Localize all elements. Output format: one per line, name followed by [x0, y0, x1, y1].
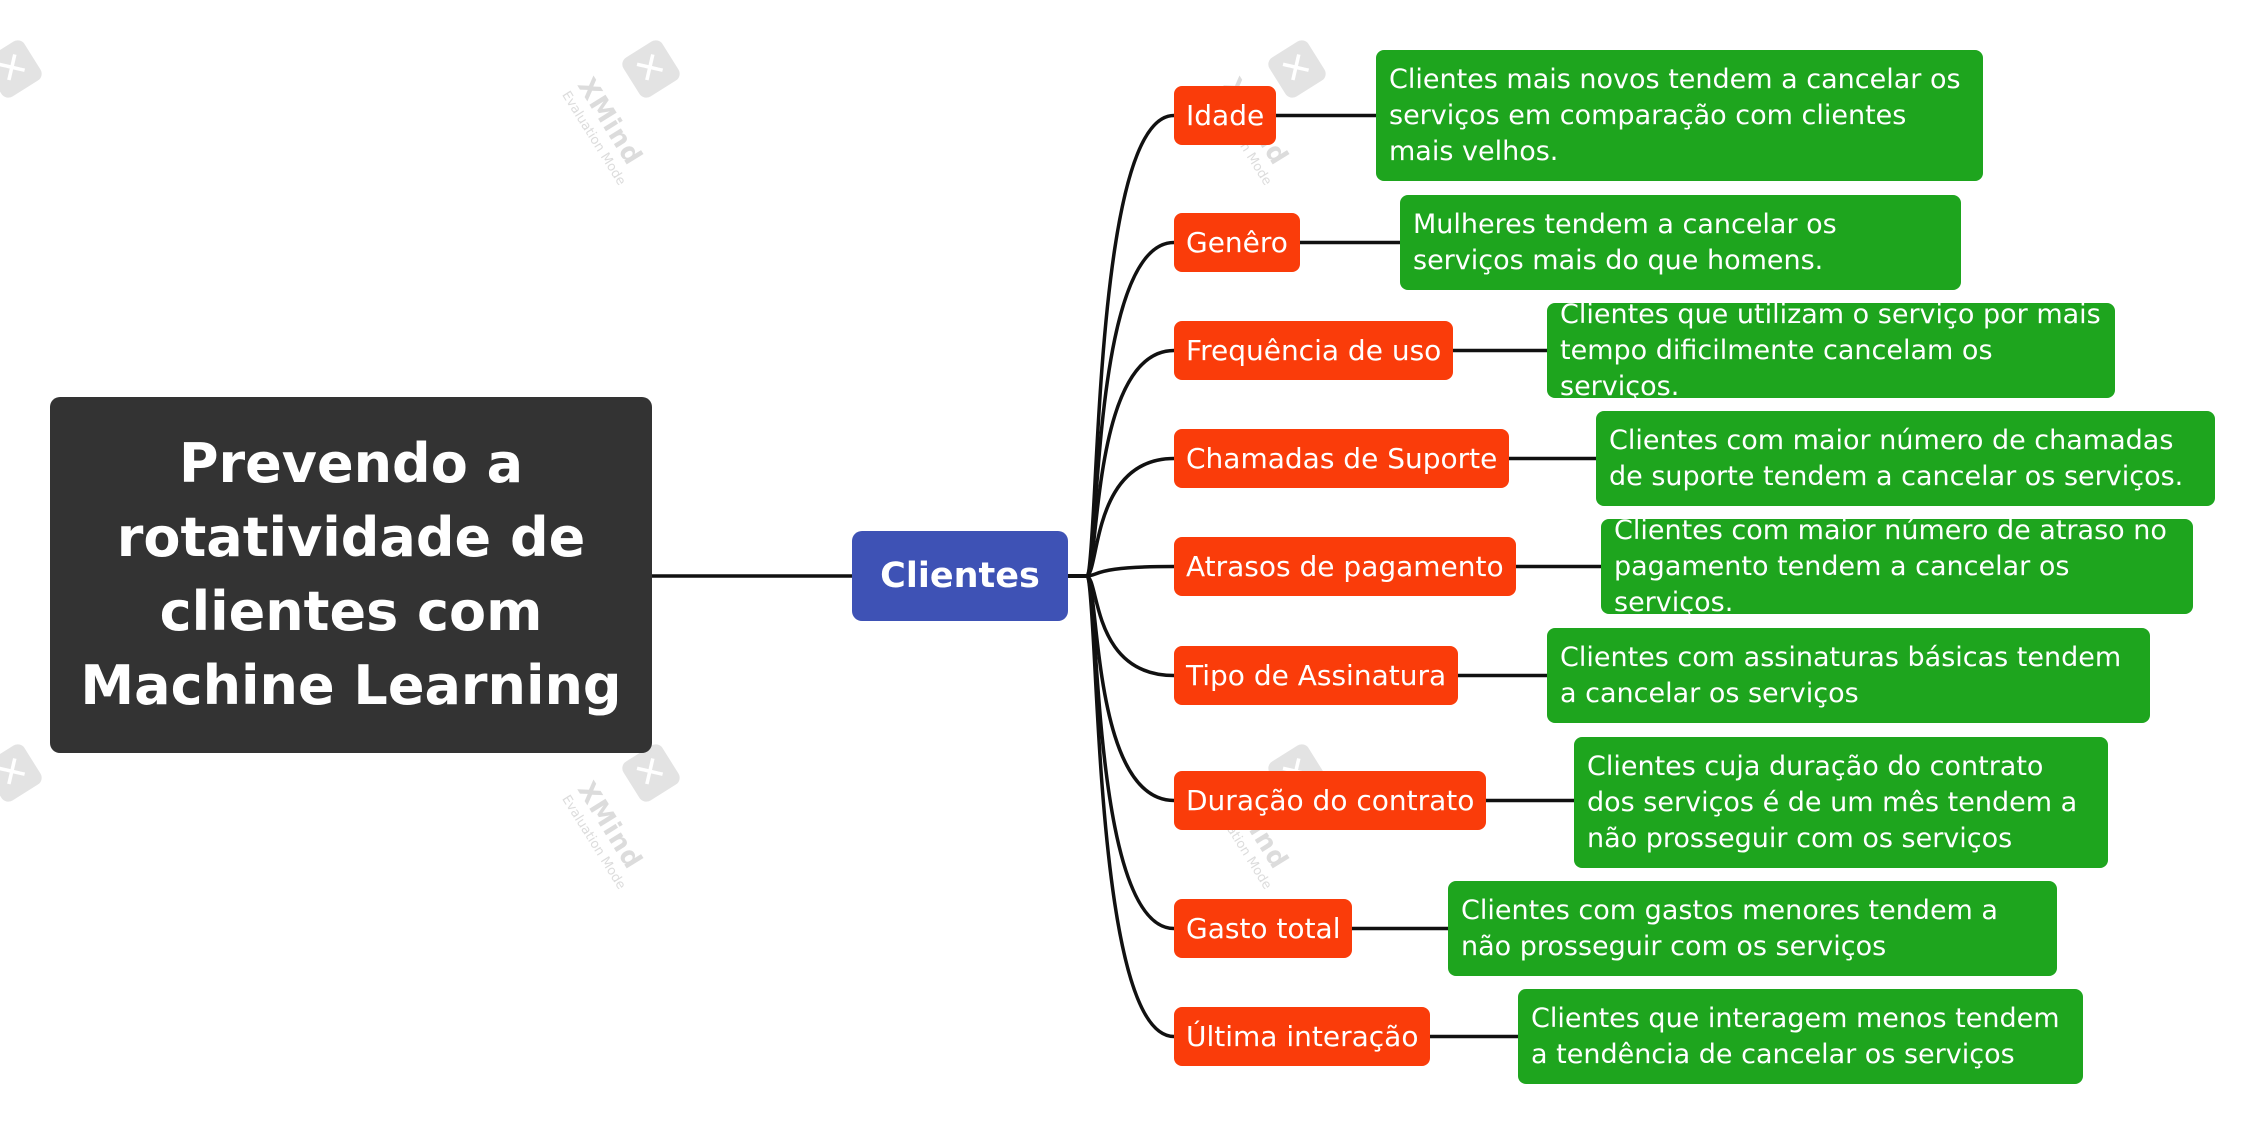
connector-hub-topic	[1068, 574, 1175, 803]
topic-duracao-do-contrato[interactable]: Duração do contrato	[1174, 771, 1487, 830]
topic-label: Gasto total	[1186, 912, 1341, 945]
note-duracao-do-contrato[interactable]: Clientes cuja duração do contrato dos se…	[1574, 737, 2108, 868]
central-topic[interactable]: Prevendo a rotatividade de clientes com …	[50, 397, 652, 753]
note-frequencia-de-uso[interactable]: Clientes que utilizam o serviço por mais…	[1547, 299, 2115, 402]
note-gasto-total[interactable]: Clientes com gastos menores tendem a não…	[1448, 881, 2057, 976]
topic-label: Tipo de Assinatura	[1186, 659, 1447, 692]
note-chamadas-de-suporte[interactable]: Clientes com maior número de chamadas de…	[1596, 411, 2215, 506]
hub-topic-clientes[interactable]: Clientes	[852, 531, 1068, 621]
topic-label: Genêro	[1186, 226, 1288, 259]
note-tipo-de-assinatura[interactable]: Clientes com assinaturas básicas tendem …	[1547, 628, 2150, 723]
topic-label: Última interação	[1186, 1020, 1419, 1053]
topic-genero[interactable]: Genêro	[1174, 213, 1300, 272]
note-text: Clientes com maior número de chamadas de…	[1609, 424, 2184, 492]
topic-label: Duração do contrato	[1186, 784, 1475, 817]
note-text: Clientes que utilizam o serviço por mais…	[1560, 298, 2101, 402]
topic-chamadas-de-suporte[interactable]: Chamadas de Suporte	[1174, 429, 1510, 488]
topic-ultima-interacao[interactable]: Última interação	[1174, 1007, 1431, 1066]
note-idade[interactable]: Clientes mais novos tendem a cancelar os…	[1376, 50, 1983, 181]
hub-topic-label: Clientes	[880, 556, 1040, 596]
connector-hub-topic	[1068, 574, 1175, 678]
topic-idade[interactable]: Idade	[1174, 86, 1277, 145]
topic-label: Chamadas de Suporte	[1186, 442, 1498, 475]
connector-hub-topic	[1068, 456, 1175, 578]
note-text: Clientes mais novos tendem a cancelar os…	[1389, 63, 1961, 167]
topic-atrasos-de-pagamento[interactable]: Atrasos de pagamento	[1174, 537, 1516, 596]
connector-hub-topic	[1068, 240, 1175, 578]
connector-hub-topic	[1068, 574, 1175, 1039]
topic-tipo-de-assinatura[interactable]: Tipo de Assinatura	[1174, 646, 1459, 705]
topic-label: Frequência de uso	[1186, 334, 1442, 367]
note-text: Clientes com gastos menores tendem a não…	[1461, 894, 1998, 962]
note-text: Clientes com maior número de atraso no p…	[1614, 514, 2167, 618]
topic-label: Atrasos de pagamento	[1186, 550, 1504, 583]
topic-label: Idade	[1186, 99, 1265, 132]
central-topic-label: Prevendo a rotatividade de clientes com …	[80, 432, 622, 717]
connector-hub-topic	[1068, 348, 1175, 578]
note-text: Clientes que interagem menos tendem a te…	[1531, 1002, 2060, 1070]
note-text: Clientes com assinaturas básicas tendem …	[1560, 641, 2122, 709]
note-text: Clientes cuja duração do contrato dos se…	[1587, 750, 2078, 854]
topic-frequencia-de-uso[interactable]: Frequência de uso	[1174, 321, 1454, 380]
connector-hub-topic	[1068, 113, 1175, 578]
note-text: Mulheres tendem a cancelar os serviços m…	[1413, 208, 1837, 276]
note-ultima-interacao[interactable]: Clientes que interagem menos tendem a te…	[1518, 989, 2083, 1084]
note-genero[interactable]: Mulheres tendem a cancelar os serviços m…	[1400, 195, 1961, 290]
topic-gasto-total[interactable]: Gasto total	[1174, 899, 1353, 958]
note-atrasos-de-pagamento[interactable]: Clientes com maior número de atraso no p…	[1601, 515, 2193, 618]
